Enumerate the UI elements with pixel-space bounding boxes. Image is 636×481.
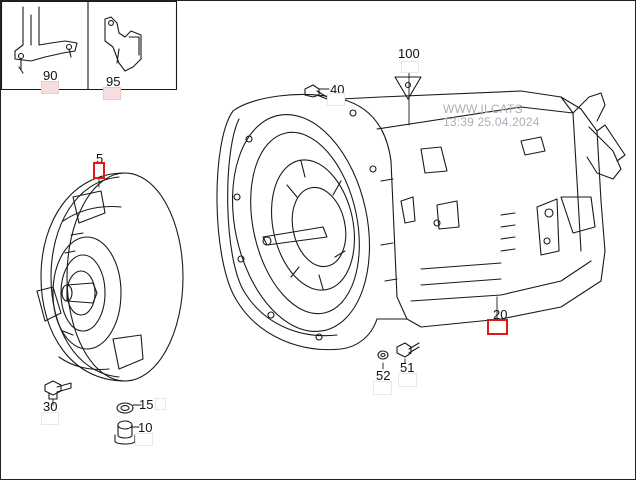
torque-converter-drawing	[36, 172, 184, 382]
hotspot-20-selected[interactable]	[487, 319, 508, 335]
hotspot-10[interactable]	[135, 433, 153, 446]
callout-95: 95	[106, 74, 121, 89]
hotspot-40[interactable]	[327, 93, 345, 106]
hotspot-51[interactable]	[398, 373, 417, 387]
callout-5: 5	[96, 151, 104, 166]
callout-30: 30	[43, 399, 58, 414]
callout-20: 20	[493, 307, 508, 322]
hotspot-90[interactable]	[41, 81, 59, 94]
callout-15: 15	[139, 397, 154, 412]
watermark-line-2: 13:39 25.04.2024	[443, 115, 540, 129]
hotspot-52[interactable]	[373, 381, 392, 395]
hotspot-95[interactable]	[103, 87, 121, 100]
leader-lines	[52, 64, 498, 428]
bolt-30-drawing	[44, 380, 72, 400]
hotspot-5-selected[interactable]	[93, 162, 105, 179]
watermark: WWW.ILCATS 13:39 25.04.2024	[443, 103, 540, 129]
inset-frames	[1, 1, 178, 91]
hotspot-30[interactable]	[41, 412, 59, 425]
bracket-90-drawing	[14, 6, 78, 74]
hotspot-100[interactable]	[401, 61, 419, 73]
callout-51: 51	[400, 360, 415, 375]
bolt-40-drawing	[304, 84, 328, 100]
transmission-housing-drawing	[216, 76, 626, 351]
callout-100: 100	[398, 46, 420, 61]
washer-and-bolt-drawing	[377, 342, 420, 360]
callout-40: 40	[330, 82, 345, 97]
callout-10: 10	[138, 420, 153, 435]
hotspot-15[interactable]	[155, 398, 166, 410]
callout-90: 90	[43, 68, 58, 83]
watermark-line-1: WWW.ILCATS	[443, 102, 523, 116]
bracket-95-drawing	[104, 16, 142, 72]
callout-52: 52	[376, 368, 391, 383]
